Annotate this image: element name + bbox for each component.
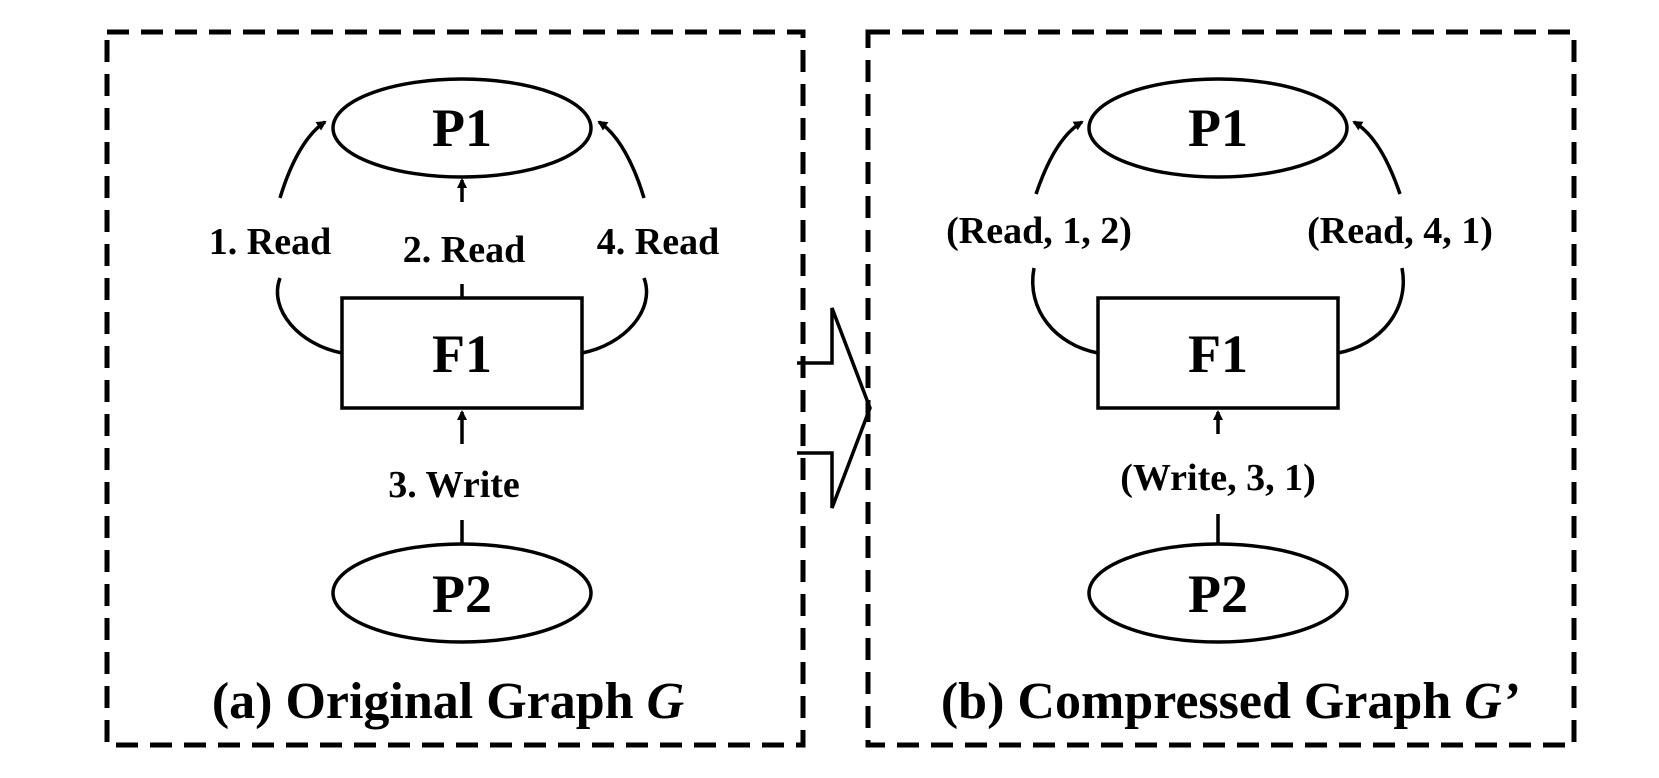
panel-a-caption: (a) Original Graph G (212, 673, 684, 730)
panel-compressed-graph: P1 F1 P2 (Read, 1, 2) (Read, 4, 1) (865, 29, 1577, 748)
edge-read-right-lower (1337, 267, 1405, 355)
edge-write-label: (Write, 3, 1) (1120, 457, 1316, 499)
transform-arrow (797, 307, 872, 509)
node-f1-shape (340, 296, 584, 410)
node-f1-compressed-label: F1 (1188, 324, 1248, 384)
edge-read-1-label: 1. Read (209, 221, 331, 263)
panel-a-frame (104, 29, 806, 748)
edge-read-left-upper (1034, 120, 1084, 195)
node-p2: P2 (331, 542, 593, 644)
node-p2-label: P2 (432, 564, 492, 624)
node-f1-compressed-shape (1096, 296, 1340, 410)
edge-read-right-compressed: (Read, 4, 1) (1307, 120, 1493, 355)
panel-a-caption-text: (a) Original Graph (212, 673, 647, 730)
edge-read-right-upper (1352, 120, 1402, 195)
panel-b-caption: (b) Compressed Graph G’ (941, 673, 1519, 730)
edge-read-right-label: (Read, 4, 1) (1307, 210, 1493, 252)
edge-write-3: 3. Write (388, 410, 520, 544)
edge-read-left-lower (1031, 267, 1099, 355)
edge-read-1-lower (275, 277, 343, 355)
edge-write-3-label: 3. Write (388, 464, 520, 506)
panel-a-caption-variable: G (647, 673, 685, 730)
edge-read-2-label: 2. Read (403, 229, 525, 271)
edge-read-4-label: 4. Read (597, 221, 719, 263)
node-p1-shape (331, 77, 593, 179)
edge-read-1-upper (278, 120, 327, 199)
edge-read-2: 2. Read (403, 178, 525, 298)
node-p1-compressed-label: P1 (1188, 98, 1248, 158)
edge-read-left-compressed: (Read, 1, 2) (946, 120, 1132, 355)
edge-read-1: 1. Read (209, 120, 343, 355)
panel-b-caption-text: (b) Compressed Graph (941, 673, 1464, 730)
node-f1-compressed: F1 (1096, 296, 1340, 410)
node-f1: F1 (340, 296, 584, 410)
node-p2-compressed: P2 (1087, 542, 1349, 644)
node-p2-compressed-label: P2 (1188, 564, 1248, 624)
edge-write-compressed: (Write, 3, 1) (1120, 410, 1316, 544)
edge-read-4-upper (597, 120, 646, 199)
panel-b-caption-variable: G’ (1464, 673, 1519, 730)
edge-read-left-label: (Read, 1, 2) (946, 210, 1132, 252)
node-f1-label: F1 (432, 324, 492, 384)
panel-original-graph: P1 F1 P2 1. Read 2. Read 4. Read (104, 29, 806, 748)
node-p1-compressed-shape (1087, 77, 1349, 179)
panel-b-frame (865, 29, 1577, 748)
node-p1-label: P1 (432, 98, 492, 158)
edge-read-4: 4. Read (581, 120, 719, 355)
edge-read-4-lower (581, 277, 649, 355)
node-p1-compressed: P1 (1087, 77, 1349, 179)
node-p1: P1 (331, 77, 593, 179)
